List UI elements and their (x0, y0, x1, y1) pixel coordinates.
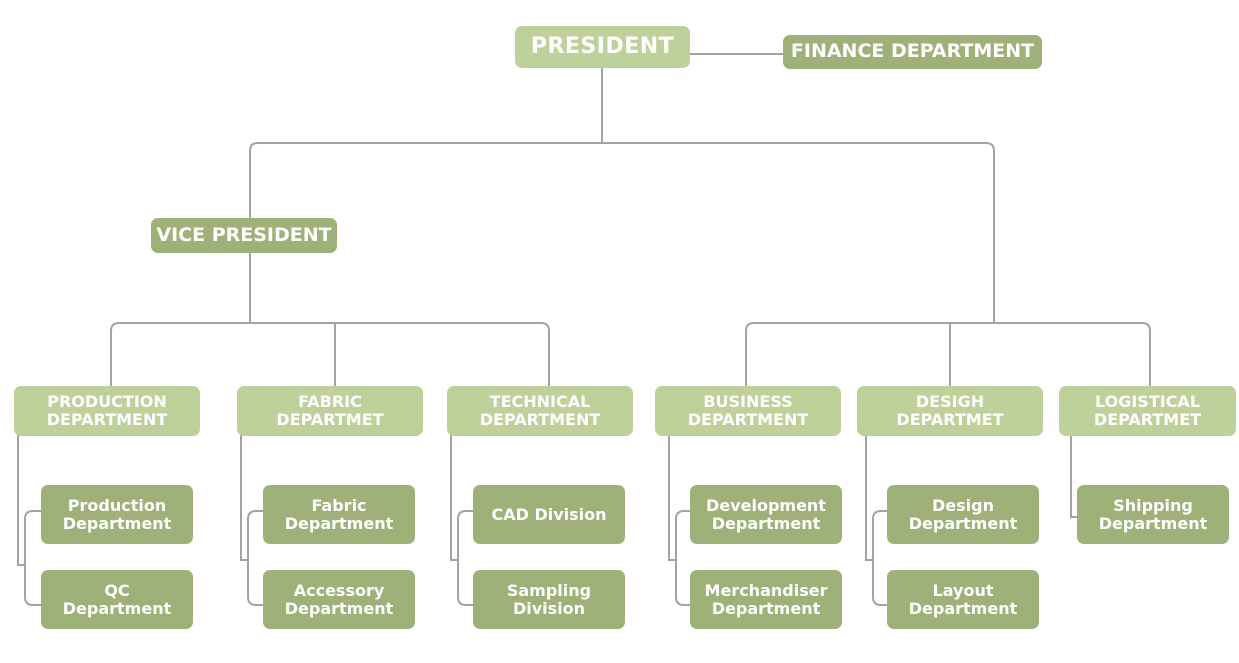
sub-department-label-line2: Department (908, 513, 1018, 533)
connector-right-group (745, 322, 1151, 387)
connector-main-branch (249, 142, 995, 323)
sub-department-label-line2: Division (512, 598, 586, 618)
sub-department-box-layout: Layout Department (887, 570, 1039, 629)
sub-department-label-line1: Design (932, 495, 994, 515)
sub-department-box-merchandiser: Merchandiser Department (690, 570, 842, 629)
connector-fabric-subs (240, 435, 263, 606)
department-label-line1: FABRIC (298, 392, 362, 412)
department-label-line2: DEPARTMENT (46, 410, 168, 429)
connector-business-subs (668, 435, 690, 606)
finance-department-box: FINANCE DEPARTMENT (783, 35, 1042, 69)
sub-department-label-line2: Department (1098, 513, 1208, 533)
department-label-line1: DESIGH (915, 392, 985, 412)
sub-department-label-line1: Merchandiser (704, 580, 828, 600)
sub-department-label-line1: Production (67, 495, 167, 515)
sub-department-label-line2: Department (908, 598, 1018, 618)
sub-department-box-sampling-division: Sampling Division (473, 570, 625, 629)
sub-department-box-production: Production Department (41, 485, 193, 544)
sub-department-box-design: Design Department (887, 485, 1039, 544)
department-label-line2: DEPARTMENT (687, 410, 809, 429)
sub-department-label-line1: Shipping (1113, 495, 1193, 515)
sub-department-box-cad-division: CAD Division (473, 485, 625, 544)
department-box-business: BUSINESS DEPARTMENT (655, 386, 841, 436)
sub-department-label-line2: Department (62, 513, 172, 533)
sub-department-box-accessory: Accessory Department (263, 570, 415, 629)
department-label-line1: TECHNICAL (489, 392, 591, 412)
department-box-logistical: LOGISTICAL DEPARTMET (1059, 386, 1236, 436)
president-label: PRESIDENT (530, 33, 675, 59)
sub-department-label-line1: QC (104, 580, 130, 600)
department-label-line2: DEPARTMET (1093, 410, 1202, 429)
finance-department-label: FINANCE DEPARTMENT (790, 40, 1035, 63)
sub-department-label-line2: Department (711, 598, 821, 618)
department-label-line1: LOGISTICAL (1094, 392, 1201, 412)
department-box-fabric: FABRIC DEPARTMET (237, 386, 423, 436)
sub-department-box-qc: QC Department (41, 570, 193, 629)
vice-president-box: VICE PRESIDENT (151, 218, 337, 253)
sub-department-label-line1: CAD Division (491, 504, 607, 524)
connector-logistical-subs (1070, 435, 1078, 518)
sub-department-label-line1: Fabric (311, 495, 367, 515)
sub-department-box-development: Development Department (690, 485, 842, 544)
sub-department-label-line1: Accessory (293, 580, 385, 600)
sub-department-label-line2: Department (284, 598, 394, 618)
sub-department-label-line2: Department (284, 513, 394, 533)
department-label-line2: DEPARTMENT (479, 410, 601, 429)
sub-department-box-fabric: Fabric Department (263, 485, 415, 544)
connector-left-group (110, 322, 550, 387)
connector-technical-subs (450, 435, 473, 606)
department-box-production: PRODUCTION DEPARTMENT (14, 386, 200, 436)
president-box: PRESIDENT (515, 26, 690, 68)
sub-department-label-line1: Development (706, 495, 826, 515)
department-label-line2: DEPARTMET (896, 410, 1004, 429)
sub-department-box-shipping: Shipping Department (1077, 485, 1229, 544)
sub-department-label-line1: Sampling (506, 580, 592, 600)
department-label-line1: BUSINESS (703, 392, 793, 412)
department-box-design: DESIGH DEPARTMET (857, 386, 1043, 436)
sub-department-label-line2: Department (62, 598, 172, 618)
connector-design-subs (865, 435, 887, 606)
department-box-technical: TECHNICAL DEPARTMENT (447, 386, 633, 436)
connector-production-subs (17, 435, 41, 606)
vice-president-label: VICE PRESIDENT (156, 223, 332, 246)
sub-department-label-line2: Department (711, 513, 821, 533)
sub-department-label-line1: Layout (932, 580, 994, 600)
department-label-line1: PRODUCTION (47, 392, 167, 412)
department-label-line2: DEPARTMET (276, 410, 384, 429)
